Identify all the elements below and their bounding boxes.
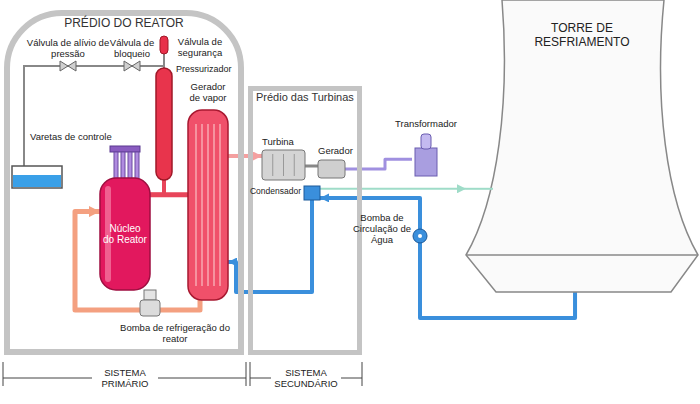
cooling-tower: TORRE DE RESFRIAMENTO	[466, 0, 698, 292]
part-label: Bomba de Circulação de Água	[352, 212, 412, 246]
relief-tank	[12, 166, 62, 188]
turbine-shape	[262, 150, 305, 180]
node-heading: Transformador	[386, 119, 466, 130]
tower-outline	[466, 0, 698, 292]
node-heading: Gerador	[318, 146, 353, 157]
transformer-bushing	[421, 134, 431, 149]
pump-hub	[418, 234, 422, 238]
turbine-building: Prédio das TurbinasTurbinaGeradorCondens…	[248, 86, 362, 355]
condenser-box	[304, 186, 320, 200]
pump-motor	[144, 290, 156, 300]
tower-skirt	[466, 254, 698, 256]
node-heading: TORRE DE RESFRIAMENTO	[522, 22, 642, 50]
shaft	[305, 164, 318, 167]
generator-casing	[318, 160, 345, 178]
system-label: SISTEMA SECUNDÁRIO	[271, 367, 341, 389]
generator: Gerador	[318, 160, 345, 178]
safety-pipe	[163, 54, 165, 66]
building-outline	[7, 13, 241, 352]
node-heading: Gerador de vapor	[184, 82, 232, 104]
part-label: Varetas de controle	[30, 131, 112, 142]
blade-stroke	[294, 154, 295, 176]
vessel-body	[188, 110, 228, 300]
condenser: Condensador	[304, 186, 320, 200]
node-heading: PRÉDIO DO REATOR	[4, 17, 244, 31]
relief-pipe	[24, 66, 164, 166]
tank-water	[13, 175, 61, 187]
circulation-pump	[413, 229, 427, 243]
reactor-coolant-pump	[140, 300, 160, 316]
turbine-casing	[262, 150, 305, 180]
node-heading: Pressurizador	[176, 64, 232, 74]
tube-stroke	[207, 124, 209, 286]
vessel-body	[100, 178, 150, 290]
valve-label: Válvula de segurança	[172, 36, 228, 58]
reactor-core: Núcleo do Reator	[100, 178, 150, 290]
tube-stroke	[219, 124, 221, 286]
generator-shape	[318, 160, 345, 178]
tube-stroke	[201, 124, 203, 286]
node-heading: Prédio das Turbinas	[256, 91, 354, 104]
valve-label: Válvula de bloqueio	[106, 37, 158, 59]
condenser-shape	[304, 186, 320, 200]
turbine-building-shape	[248, 86, 362, 355]
transformer-shape	[412, 134, 440, 176]
control-rod-header	[110, 146, 140, 152]
warm-water-line	[320, 188, 466, 190]
steam-generator: Gerador de vapor	[188, 110, 228, 300]
steam-line	[228, 154, 262, 158]
reactor-building: PRÉDIO DO REATOR Núcleo do Reator Pressuri…	[4, 10, 244, 355]
relief-valve	[60, 61, 76, 71]
tube-stroke	[195, 124, 197, 286]
node-heading: Turbina	[262, 137, 294, 148]
blade-stroke	[283, 154, 284, 176]
pressurizer-shape	[156, 68, 172, 180]
steam-generator-shape	[188, 110, 228, 300]
transformer-body	[415, 148, 437, 176]
system-label: SISTEMA PRIMÁRIO	[92, 367, 158, 389]
vessel-body	[156, 68, 172, 180]
building-outline	[251, 89, 360, 353]
node-heading: Condensador	[250, 187, 301, 197]
power-line	[345, 159, 412, 169]
part-label: Bomba de refrigeração do reator	[115, 322, 235, 344]
block-valve	[124, 61, 140, 71]
node-text: Núcleo do Reator	[103, 223, 147, 246]
turbine: Turbina	[262, 150, 305, 180]
safety-valve	[160, 36, 168, 54]
blade-stroke	[272, 154, 273, 176]
valve-label: Válvula de alívio de pressão	[26, 37, 110, 59]
transformer: Transformador	[412, 134, 440, 176]
pipe-stub	[466, 188, 493, 190]
surge-line	[150, 180, 164, 195]
pressurizer: Pressurizador	[156, 68, 172, 180]
tube-stroke	[213, 124, 215, 286]
